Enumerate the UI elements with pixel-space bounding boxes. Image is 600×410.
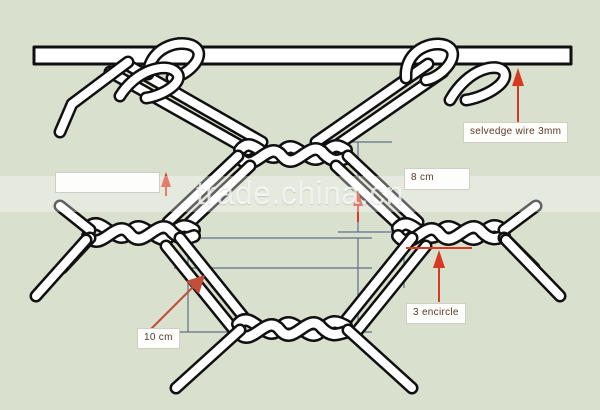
wire-hex-lower-left-leg (159, 231, 253, 337)
callout-mesh-width: 10 cm (137, 328, 180, 349)
wire-lower-left-outer (29, 233, 93, 303)
selvedge-loop-d (443, 61, 512, 107)
annotation-arrows (149, 68, 524, 331)
wire-twist-bottom (231, 313, 353, 344)
mesh-wires (29, 37, 573, 395)
callout-mesh-height: 8 cm (404, 168, 470, 190)
wire-lower-right-outer (499, 233, 567, 303)
selvedge-loop-c (399, 37, 459, 87)
wire-twist-center-upper (233, 138, 353, 170)
blank-callout-arrow (161, 172, 171, 196)
callout-three-encircle: 3 encircle (406, 303, 466, 324)
encircle-arrow (433, 250, 445, 302)
wire-hex-upper-left-leg (161, 149, 257, 237)
selvedge-wire-arrow (512, 68, 524, 122)
wire-top-left-stub (53, 55, 135, 139)
selvedge-loop-b (113, 61, 185, 105)
wire-bottom-stubs (169, 323, 419, 395)
selvedge-loop-a (141, 37, 205, 85)
callout-blank (55, 172, 160, 193)
wire-hex-lower-right-leg (339, 231, 433, 337)
mesh-width-arrow (149, 275, 205, 331)
wire-hex-upper-right-leg (329, 149, 425, 237)
callout-selvedge-wire: selvedge wire 3mm (463, 122, 569, 143)
mesh-height-arrow (353, 190, 363, 222)
